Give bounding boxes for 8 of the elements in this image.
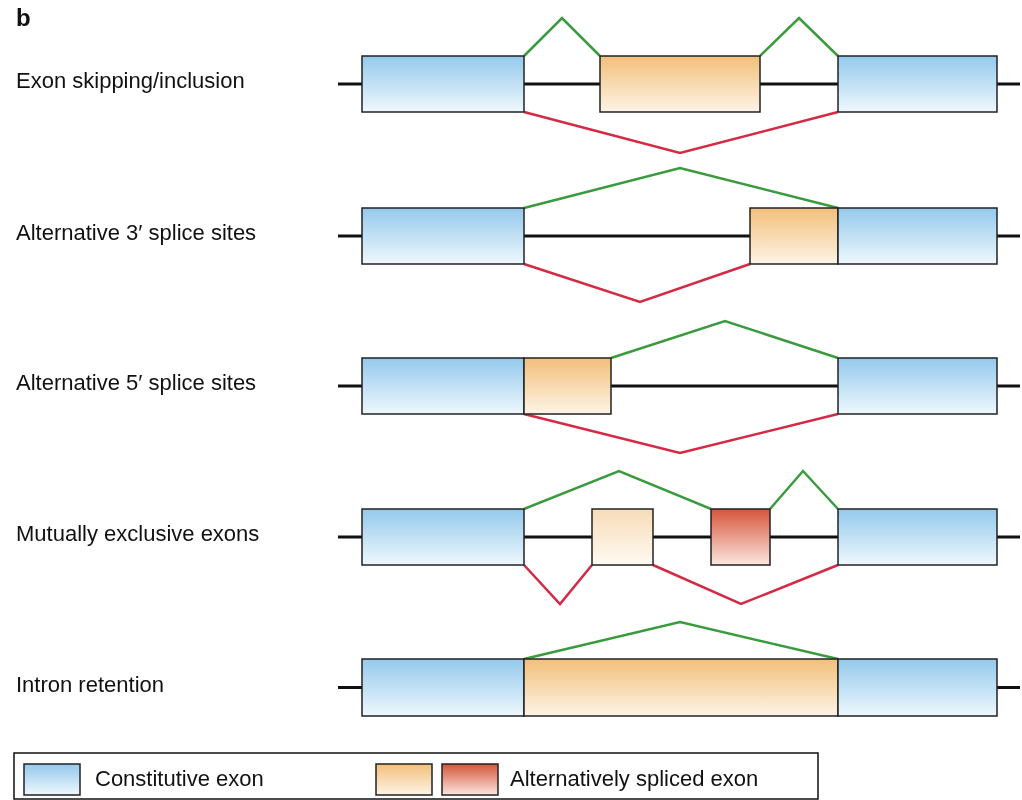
legend-label: Constitutive exon [95, 766, 264, 792]
row-label: Intron retention [16, 672, 164, 698]
row-label: Mutually exclusive exons [16, 521, 260, 547]
row-label: Exon skipping/inclusion [16, 68, 245, 94]
legend-label: Alternatively spliced exon [510, 766, 759, 792]
row-label: Alternative 3′ splice sites [16, 220, 257, 246]
panel-letter: b [16, 4, 31, 32]
row-label: Alternative 5′ splice sites [16, 370, 257, 396]
